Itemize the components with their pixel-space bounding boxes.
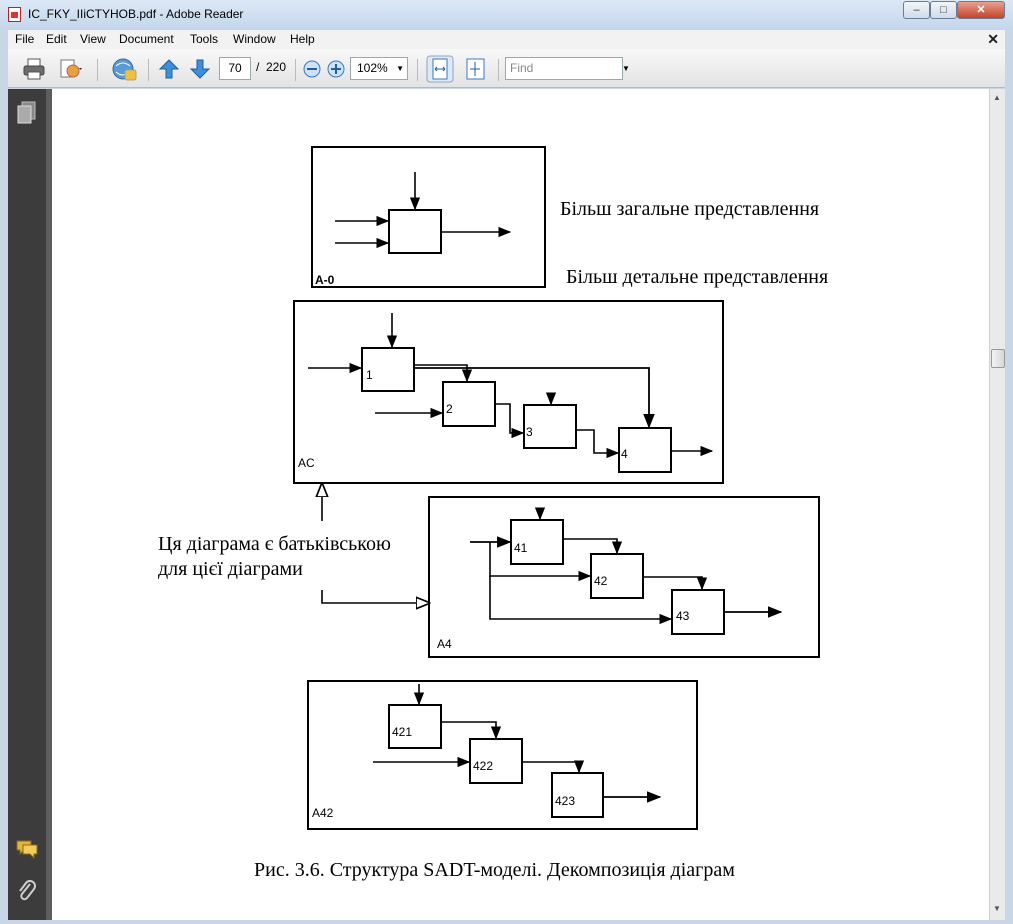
toolbar-separator — [97, 59, 98, 81]
fit-page-icon[interactable] — [463, 56, 489, 82]
scroll-down-icon[interactable]: ▼ — [993, 904, 1001, 913]
menu-edit[interactable]: Edit — [46, 32, 67, 46]
comment-icon[interactable] — [15, 839, 39, 859]
scrollbar-thumb[interactable] — [991, 349, 1005, 368]
close-window-button[interactable]: ✕ — [957, 1, 1005, 19]
title-bar: IC_FKY_IIiCTYHOB.pdf - Adobe Reader – □ … — [0, 0, 1013, 30]
zoom-level-select[interactable]: 102% ▼ — [350, 57, 408, 80]
block-421: 421 — [392, 725, 412, 739]
window-title: IC_FKY_IIiCTYHOB.pdf - Adobe Reader — [28, 7, 244, 21]
sadt-figure: A-0 Більш загальне представлення Більш д… — [158, 146, 828, 881]
diagram-a0: A-0 — [311, 146, 546, 288]
window-frame-left — [0, 30, 8, 924]
parent-note-line1: Ця діаграма є батьківською — [158, 533, 391, 555]
page-separator: / — [256, 60, 260, 74]
block-1: 1 — [366, 368, 373, 382]
find-options-chevron-icon[interactable]: ▼ — [622, 64, 630, 73]
diagram-a0-name: A-0 — [315, 273, 335, 287]
menu-bar: File Edit View Document Tools Window Hel… — [8, 30, 1005, 49]
scroll-up-icon[interactable]: ▲ — [993, 93, 1001, 102]
printer-icon[interactable] — [22, 57, 46, 81]
window-frame-bottom — [0, 920, 1013, 924]
label-detailed: Більш детальне представлення — [566, 266, 828, 288]
diagram-a4-name: A4 — [437, 637, 452, 651]
zoom-out-icon[interactable] — [302, 59, 322, 79]
diagram-ac-name: AC — [298, 456, 315, 470]
window-frame-right — [1005, 30, 1013, 924]
menu-file[interactable]: File — [15, 32, 35, 46]
toolbar: 70 / 220 102% ▼ Find ▼ — [8, 49, 1005, 88]
close-document-icon[interactable]: ✕ — [987, 31, 999, 47]
parent-arrow-right — [321, 590, 429, 603]
block-3: 3 — [526, 425, 533, 439]
block-422: 422 — [473, 759, 493, 773]
menu-tools[interactable]: Tools — [190, 32, 219, 46]
chevron-down-icon: ▼ — [396, 64, 404, 73]
page-number-input[interactable]: 70 — [219, 57, 251, 80]
label-general: Більш загальне представлення — [560, 198, 819, 220]
toolbar-separator — [417, 59, 418, 81]
minimize-button[interactable]: – — [903, 1, 930, 19]
zoom-level-value: 102% — [357, 61, 388, 75]
toolbar-separator — [295, 59, 296, 81]
panel-splitter[interactable] — [46, 89, 52, 920]
collaborate-icon[interactable] — [110, 56, 138, 82]
maximize-button[interactable]: □ — [930, 1, 957, 19]
vertical-scrollbar[interactable]: ▲ ▼ — [989, 89, 1005, 920]
arrow-down-icon[interactable] — [189, 58, 211, 80]
paperclip-icon[interactable] — [17, 879, 37, 903]
pages-icon[interactable] — [17, 101, 37, 125]
page-total: 220 — [266, 60, 287, 74]
menu-document[interactable]: Document — [119, 32, 174, 46]
block-4: 4 — [621, 447, 628, 461]
menu-help[interactable]: Help — [290, 32, 315, 46]
toolbar-separator — [498, 59, 499, 81]
diagram-ac: 1 2 3 4 AC — [293, 300, 724, 484]
menu-view[interactable]: View — [80, 32, 106, 46]
parent-note-line2: для цієї діаграми — [158, 558, 303, 580]
find-input[interactable]: Find — [505, 57, 623, 80]
block-423: 423 — [555, 794, 575, 808]
block-43: 43 — [676, 609, 690, 623]
block-2: 2 — [446, 402, 453, 416]
create-pdf-icon[interactable] — [58, 57, 84, 81]
zoom-in-icon[interactable] — [326, 59, 346, 79]
arrow-up-icon[interactable] — [158, 58, 180, 80]
figure-caption: Рис. 3.6. Структура SADT-моделі. Декомпо… — [254, 859, 735, 881]
toolbar-separator — [148, 59, 149, 81]
diagram-a42: 421 422 423 A42 — [307, 680, 698, 830]
fit-width-icon[interactable] — [426, 55, 454, 83]
menu-window[interactable]: Window — [233, 32, 276, 46]
block-41: 41 — [514, 541, 528, 555]
diagram-a42-name: A42 — [312, 806, 334, 820]
document-page: A-0 Більш загальне представлення Більш д… — [52, 89, 989, 920]
navigation-panel — [8, 89, 46, 920]
block-42: 42 — [594, 574, 608, 588]
pdf-icon — [8, 7, 21, 22]
diagram-a4: 41 42 43 A4 — [428, 496, 820, 658]
